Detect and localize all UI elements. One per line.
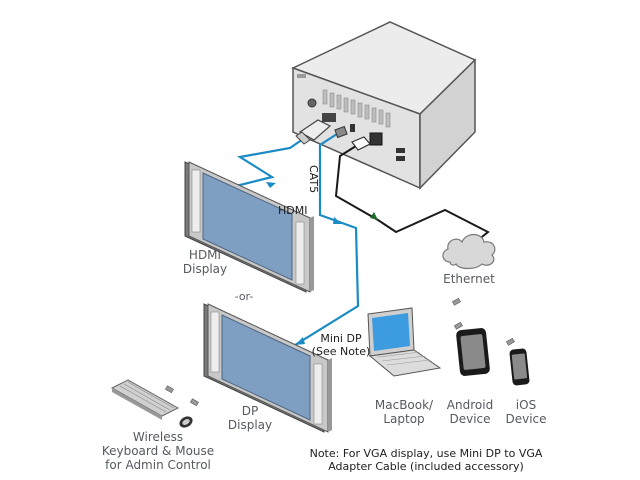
wireless-input-label-line2: Keyboard & Mouse xyxy=(101,443,215,458)
mini-dp-arrow-1 xyxy=(333,217,342,224)
usb-port-2 xyxy=(396,156,405,161)
main-unit-side xyxy=(419,58,476,190)
ios-label: iOS Device xyxy=(500,398,552,427)
hdmi-cable-label: HDMI xyxy=(278,204,308,217)
hdmi-display xyxy=(184,161,314,293)
mini-dp-plug xyxy=(334,125,348,139)
dp-display-label-line2: Display xyxy=(227,418,273,433)
mini-dp-arrow-2 xyxy=(295,337,305,345)
ios-label-line2: Device xyxy=(505,412,547,427)
wireless-input-label-line1: Wireless xyxy=(132,430,184,444)
laptop-icon xyxy=(367,307,442,377)
main-unit xyxy=(291,21,477,190)
ethernet-cloud-icon xyxy=(442,233,496,270)
dp-display-label: DP Display xyxy=(220,404,280,433)
hdmi-display-label-line1: HDMI xyxy=(188,248,222,262)
hdmi-port xyxy=(322,113,336,122)
dp-display-label-line1: DP xyxy=(241,404,259,418)
laptop-label-line1: MacBook/ xyxy=(374,398,434,412)
mini-dp-label-line1: Mini DP xyxy=(320,332,362,345)
hdmi-display-label: HDMI Display xyxy=(170,248,240,277)
ethernet-label: Ethernet xyxy=(443,272,495,286)
mini-dp-label: Mini DP (See Note) xyxy=(306,332,376,358)
cat5-cable xyxy=(334,145,490,241)
wireless-keyboard-icon xyxy=(110,379,180,420)
hdmi-plug xyxy=(295,119,332,145)
vent-slots xyxy=(322,89,391,128)
laptop-label-line2: Laptop xyxy=(383,412,425,427)
wireless-mouse-icon xyxy=(179,416,193,428)
ios-label-line1: iOS xyxy=(515,398,537,412)
android-device-icon xyxy=(456,328,490,376)
wireless-input-label: Wireless Keyboard & Mouse for Admin Cont… xyxy=(96,430,220,472)
or-label: -or- xyxy=(234,290,254,303)
android-label-line1: Android xyxy=(446,398,494,412)
cat5-label: CAT5 xyxy=(307,165,320,194)
dp-display xyxy=(203,303,332,433)
vga-note-line2: Adapter Cable (included accessory) xyxy=(328,460,524,474)
led-indicator xyxy=(297,74,306,78)
ethernet-port xyxy=(369,132,383,146)
wireless-input-label-line3: for Admin Control xyxy=(105,457,211,472)
android-label: Android Device xyxy=(438,398,502,427)
cat5-plug xyxy=(351,136,371,151)
hdmi-display-label-line2: Display xyxy=(182,262,228,277)
mini-dp-port xyxy=(350,124,355,132)
vga-note: Note: For VGA display, use Mini DP to VG… xyxy=(296,447,556,473)
android-label-line2: Device xyxy=(449,412,491,427)
vga-note-line1: Note: For VGA display, use Mini DP to VG… xyxy=(309,447,543,460)
usb-port-1 xyxy=(396,148,405,153)
power-button-icon xyxy=(307,98,317,108)
hdmi-display-screen xyxy=(202,172,293,281)
laptop-label: MacBook/ Laptop xyxy=(364,398,444,427)
mini-dp-label-line2: (See Note) xyxy=(311,345,371,359)
ios-device-icon xyxy=(509,348,530,386)
wireless-signal-icon xyxy=(164,297,515,407)
cat5-arrow xyxy=(370,212,378,220)
hdmi-arrow xyxy=(266,182,276,188)
dp-display-screen xyxy=(221,314,311,421)
